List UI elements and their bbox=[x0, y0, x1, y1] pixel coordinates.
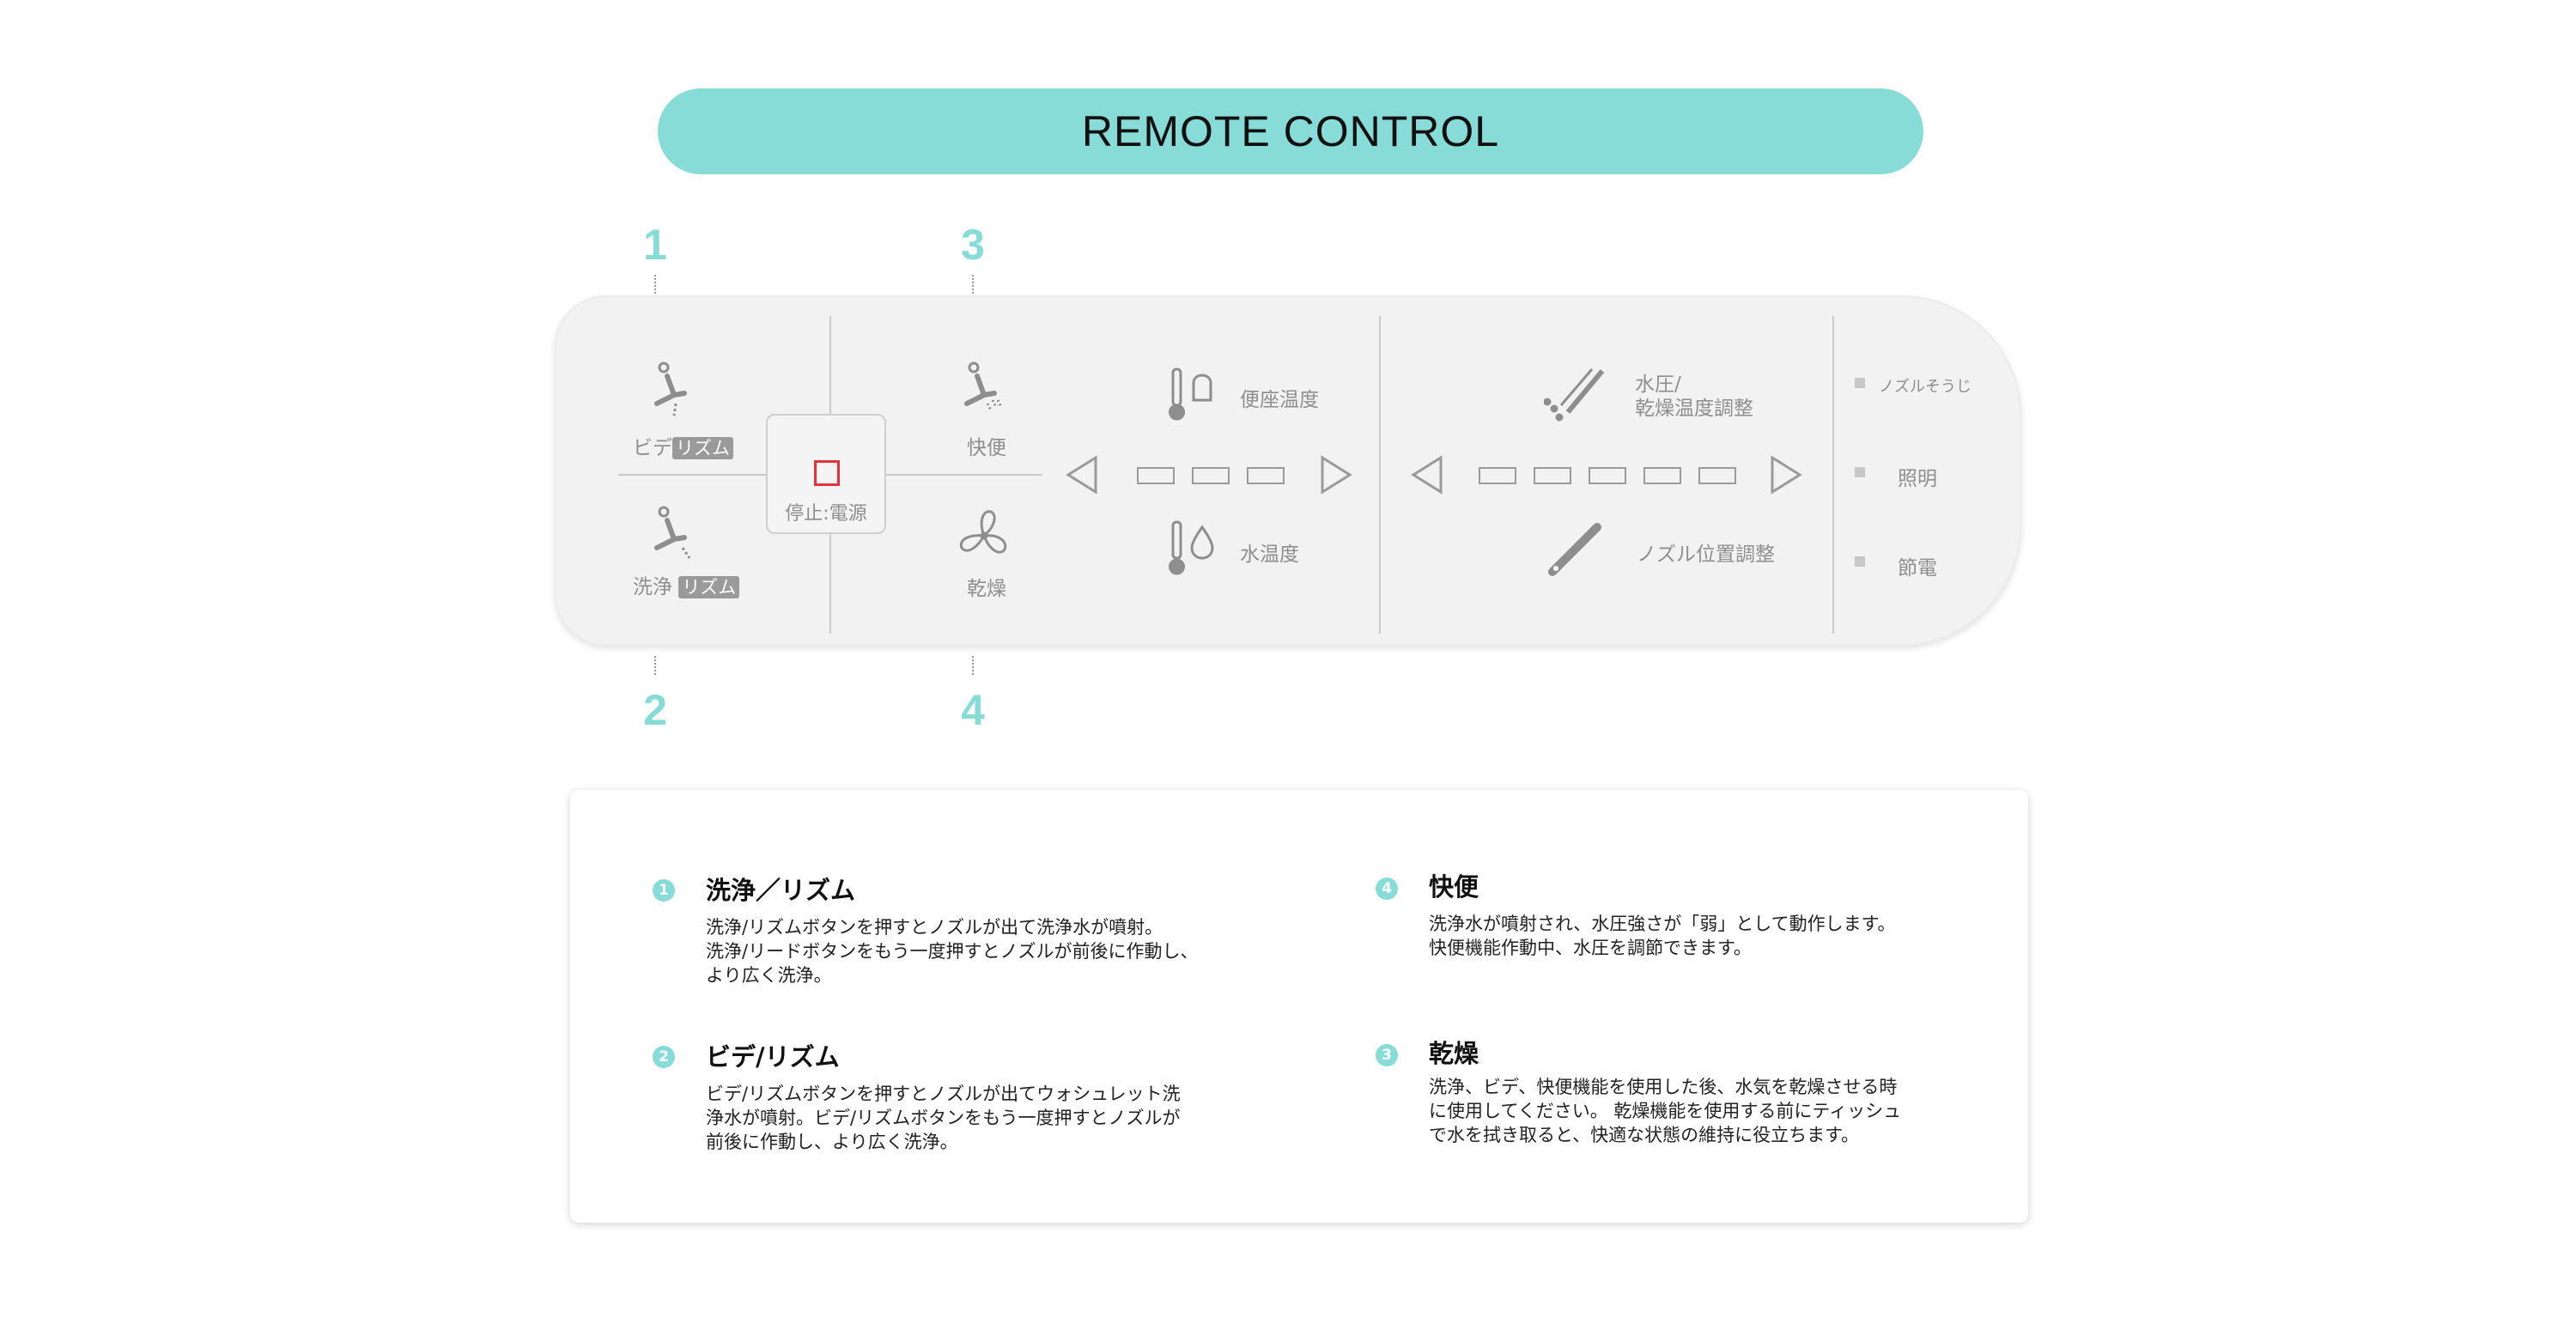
section-badge: 3 bbox=[1376, 1044, 1398, 1066]
callout-4-guide bbox=[972, 656, 974, 675]
nozzle-clean-label: ノズルそうじ bbox=[1879, 378, 1971, 396]
nozzle-position-label: ノズル位置調整 bbox=[1637, 543, 1775, 566]
level-segment bbox=[1698, 467, 1736, 484]
level-segment bbox=[1247, 467, 1285, 484]
section-badge: 2 bbox=[653, 1046, 675, 1068]
pressure-group: 水圧/ 乾燥温度調整 bbox=[1544, 362, 1801, 431]
callout-4: 4 bbox=[961, 686, 985, 734]
dry-button[interactable]: 乾燥 bbox=[945, 496, 1030, 608]
comfort-description: 洗浄水が噴射され、水圧強さが「弱」として動作します。 快便機能作動中、水圧を調節… bbox=[1429, 914, 1896, 958]
dry-description: 洗浄、ビデ、快便機能を使用した後、水気を乾燥させる時 に使用してください。 乾燥… bbox=[1429, 1077, 1902, 1145]
bidet-icon bbox=[654, 361, 687, 416]
level-segment bbox=[1589, 467, 1626, 484]
callout-2-guide bbox=[654, 656, 656, 675]
stop-power-label: 停止:電源 bbox=[785, 503, 867, 525]
light-label: 照明 bbox=[1898, 468, 1937, 490]
callout-3-guide bbox=[972, 275, 974, 294]
wash-button[interactable]: 洗浄 リズム bbox=[623, 496, 740, 608]
wash-label: 洗浄 リズム bbox=[633, 570, 740, 599]
comfort-button[interactable]: 快便 bbox=[945, 352, 1030, 464]
power-save-button[interactable]: 節電 bbox=[1850, 546, 1996, 580]
bidet-rhythm-title: ビデ/リズム bbox=[706, 1042, 840, 1072]
water-temp-label: 水温度 bbox=[1240, 543, 1299, 566]
separator bbox=[618, 474, 766, 476]
wash-rhythm-title: 洗浄／リズム bbox=[706, 876, 856, 905]
comfort-title: 快便 bbox=[1429, 872, 1479, 902]
water-temp-group: 水温度 bbox=[1168, 519, 1357, 579]
stop-power-button[interactable]: 停止:電源 bbox=[766, 414, 886, 534]
separator bbox=[1832, 316, 1834, 634]
section-badge: 4 bbox=[1376, 877, 1398, 900]
level-segment bbox=[1137, 467, 1175, 484]
rhythm-tag: リズム bbox=[672, 437, 733, 459]
level-segment bbox=[1479, 467, 1516, 484]
pressure-label-line1: 水圧/ bbox=[1635, 373, 1681, 396]
indicator-dot bbox=[1855, 556, 1865, 567]
level-segment bbox=[1192, 467, 1230, 484]
thermometer-water-icon bbox=[1169, 520, 1214, 575]
dry-label: 乾燥 bbox=[967, 578, 1006, 600]
indicator-dot bbox=[1855, 378, 1865, 388]
indicator-dot bbox=[1855, 467, 1865, 477]
left-arrow-icon[interactable] bbox=[1410, 455, 1444, 495]
section-badge: 1 bbox=[653, 879, 675, 902]
power-save-label: 節電 bbox=[1898, 557, 1937, 580]
right-arrow-icon[interactable] bbox=[1319, 455, 1353, 495]
separator bbox=[1379, 316, 1381, 634]
bidet-button[interactable]: ビデリズム bbox=[623, 352, 734, 464]
callout-1-guide bbox=[654, 275, 656, 294]
comfort-label: 快便 bbox=[967, 437, 1006, 459]
callout-1: 1 bbox=[643, 221, 667, 269]
title-banner: REMOTE CONTROL bbox=[658, 88, 1923, 174]
level-segment bbox=[1534, 467, 1571, 484]
separator bbox=[883, 474, 1042, 476]
seat-temp-group: 便座温度 bbox=[1168, 364, 1357, 424]
left-arrow-icon[interactable] bbox=[1065, 455, 1099, 495]
callout-2: 2 bbox=[643, 686, 667, 734]
fan-icon bbox=[959, 510, 1007, 554]
seat-temp-label: 便座温度 bbox=[1240, 389, 1319, 411]
bidet-rhythm-description: ビデ/リズムボタンを押すとノズルが出てウォシュレット洗 浄水が噴射。ビデ/リズム… bbox=[706, 1084, 1181, 1152]
wash-rhythm-description: 洗浄/リズムボタンを押すとノズルが出て洗浄水が噴射。 洗浄/リードボタンをもう一… bbox=[706, 917, 1199, 986]
pressure-label-line2: 乾燥温度調整 bbox=[1635, 398, 1753, 420]
rhythm-tag: リズム bbox=[678, 576, 740, 598]
dry-title: 乾燥 bbox=[1429, 1039, 1479, 1068]
comfort-icon bbox=[964, 361, 1003, 411]
level-segment bbox=[1643, 467, 1681, 484]
nozzle-icon bbox=[1548, 523, 1601, 576]
page-title: REMOTE CONTROL bbox=[1081, 107, 1500, 155]
callout-3: 3 bbox=[961, 221, 985, 269]
light-button[interactable]: 照明 bbox=[1850, 457, 1996, 491]
wash-icon bbox=[654, 506, 691, 559]
right-arrow-icon[interactable] bbox=[1769, 455, 1803, 495]
bidet-label: ビデリズム bbox=[633, 431, 733, 460]
pressure-nozzle-icon bbox=[1544, 368, 1605, 422]
nozzle-position-group: ノズル位置調整 bbox=[1544, 522, 1801, 582]
info-card bbox=[570, 790, 2028, 1223]
stop-icon bbox=[814, 460, 840, 486]
thermometer-seat-icon bbox=[1169, 367, 1212, 421]
nozzle-clean-button[interactable]: ノズルそうじ bbox=[1850, 369, 1996, 404]
